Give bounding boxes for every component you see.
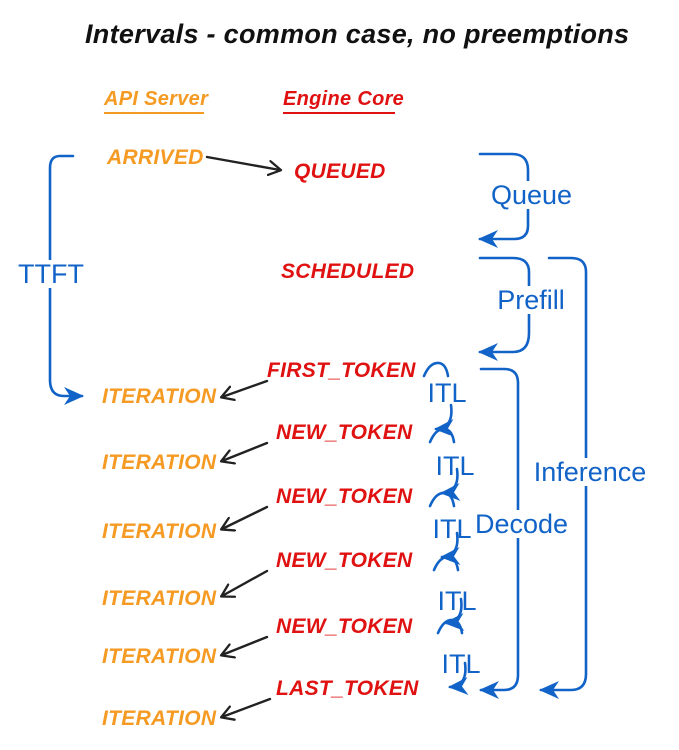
interval-label-itl-2: ITL — [435, 451, 475, 481]
event-iteration-3: ITERATION — [102, 520, 217, 543]
itl-curl-3 — [428, 491, 456, 508]
event-new-token-2: NEW_TOKEN — [276, 485, 413, 508]
interval-label-queue: Queue — [489, 180, 573, 210]
itl-hook-arrow-5 — [448, 661, 469, 695]
event-iteration-6: ITERATION — [102, 707, 217, 730]
interval-label-itl-3: ITL — [432, 514, 472, 544]
interval-label-itl-5: ITL — [441, 649, 481, 679]
event-queued: QUEUED — [294, 160, 386, 183]
first-token-to-iteration-arrow — [222, 379, 269, 397]
event-iteration-1: ITERATION — [102, 385, 217, 408]
column-header-api-server: API Server — [104, 89, 208, 114]
interval-label-inference: Inference — [531, 458, 649, 486]
itl-curl-4 — [432, 555, 460, 572]
event-last-token: LAST_TOKEN — [276, 677, 419, 700]
event-iteration-5: ITERATION — [102, 645, 217, 668]
itl-curl-2 — [428, 427, 456, 444]
event-arrived: ARRIVED — [107, 146, 204, 169]
event-first-token: FIRST_TOKEN — [267, 359, 416, 382]
new-token3-to-iteration-arrow — [222, 569, 269, 596]
new-token2-to-iteration-arrow — [222, 505, 269, 529]
event-iteration-4: ITERATION — [102, 587, 217, 610]
event-new-token-3: NEW_TOKEN — [276, 549, 413, 572]
interval-label-decode: Decode — [473, 509, 569, 539]
last-token-to-iteration-arrow — [222, 697, 272, 717]
interval-label-itl-1: ITL — [427, 378, 467, 408]
event-new-token-4: NEW_TOKEN — [276, 615, 413, 638]
interval-label-ttft: TTFT — [14, 260, 88, 288]
arrived-to-queued-arrow — [205, 155, 280, 170]
new-token1-to-iteration-arrow — [222, 441, 269, 461]
interval-label-prefill: Prefill — [494, 286, 568, 314]
itl-curl-1 — [422, 361, 450, 378]
new-token4-to-iteration-arrow — [222, 635, 269, 655]
itl-hook-arrow-1 — [434, 403, 455, 437]
column-header-engine-core: Engine Core — [283, 89, 404, 114]
event-iteration-2: ITERATION — [102, 451, 217, 474]
diagram-title: Intervals - common case, no preemptions — [85, 19, 630, 49]
itl-hook-arrow-4 — [444, 597, 465, 631]
itl-curl-5 — [436, 618, 464, 635]
event-scheduled: SCHEDULED — [281, 260, 415, 283]
event-new-token-1: NEW_TOKEN — [276, 421, 413, 444]
interval-label-itl-4: ITL — [437, 586, 477, 616]
